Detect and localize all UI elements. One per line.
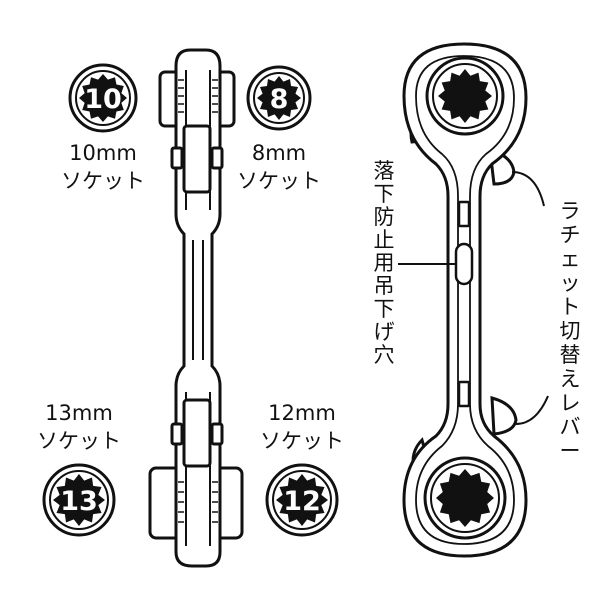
socket-12-number: 12: [283, 486, 321, 517]
socket-8-kind-label: ソケット: [237, 169, 321, 193]
socket-12-kind-label: ソケット: [260, 429, 344, 453]
socket-13-size-label: 13mm: [45, 401, 113, 425]
wrench-front-view: [402, 42, 528, 558]
ratchet-lever-callout: [511, 171, 549, 425]
socket-10-size-label: 10mm: [69, 141, 137, 165]
ratchet-lever-label: ラチェット切替えレバー: [560, 199, 581, 463]
front-lower-slot: [457, 380, 471, 408]
socket-10-number: 10: [84, 84, 122, 115]
socket-10-icon: 10: [68, 63, 138, 133]
socket-13-icon: 13: [42, 463, 116, 537]
side-bottom-lever: [182, 398, 212, 468]
socket-12-icon: 12: [265, 463, 339, 537]
lever-leader-bottom: [515, 395, 549, 425]
side-top-lever: [182, 124, 212, 194]
socket-13-number: 13: [60, 486, 98, 517]
wrench-side-view: [148, 48, 244, 568]
front-top-12pt-socket: [438, 69, 492, 123]
socket-8-number: 8: [270, 84, 289, 115]
drop-hole-callout: 落下防止用吊下げ穴: [374, 159, 456, 367]
lever-leader-top: [511, 171, 545, 207]
front-bottom-lever-tab: [490, 396, 518, 436]
socket-8-icon: 8: [246, 65, 312, 131]
socket-8-size-label: 8mm: [252, 141, 306, 165]
socket-10-kind-label: ソケット: [61, 169, 145, 193]
socket-13-kind-label: ソケット: [37, 429, 121, 453]
side-bottom-gear-hatch: [178, 481, 218, 523]
front-body: [402, 42, 528, 558]
side-top-gear-hatch: [178, 79, 218, 113]
front-upper-slot: [457, 200, 471, 228]
front-bottom-12pt-socket: [436, 469, 494, 527]
drop-hole-label: 落下防止用吊下げ穴: [374, 159, 395, 367]
socket-12-size-label: 12mm: [268, 401, 336, 425]
front-drop-hole: [454, 242, 474, 286]
